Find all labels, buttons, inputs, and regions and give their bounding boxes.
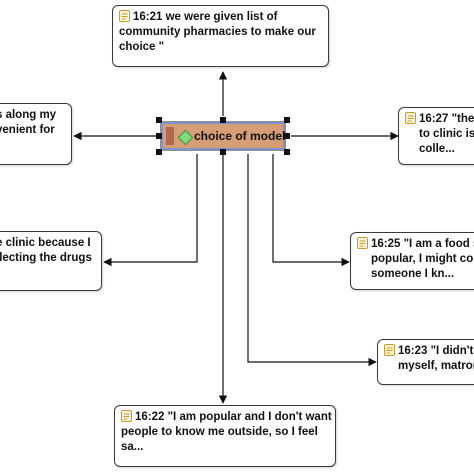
selection-handle-middle-right[interactable]	[284, 133, 290, 139]
quote-line: llecting the drugs	[0, 252, 92, 264]
quote-node-left-1[interactable]: s along my venient for	[0, 103, 72, 165]
edge-to-quote-1623	[247, 154, 377, 367]
edge-to-quote-1625	[272, 154, 350, 267]
quote-node-left-2[interactable]: e clinic because I llecting the drugs	[0, 231, 102, 291]
quote-line: s along my	[0, 109, 57, 121]
edge-to-quote-left-2	[103, 154, 198, 267]
selection-handle-bottom-middle[interactable]	[220, 149, 226, 155]
quote-line: 16:25 "I am a food se	[371, 238, 474, 250]
quote-node-16-22[interactable]: 16:22 "I am popular and I don't want peo…	[114, 405, 336, 467]
code-node-color-band	[166, 127, 174, 145]
quote-line: choice "	[119, 41, 165, 53]
quote-line: community pharmacies to make our	[119, 26, 316, 38]
quote-line: colle...	[419, 143, 455, 155]
selection-handle-bottom-right[interactable]	[284, 149, 290, 155]
quote-line: 16:21 we were given list of	[133, 11, 278, 23]
quote-node-16-25[interactable]: 16:25 "I am a food se popular, I might c…	[350, 232, 474, 290]
quote-node-16-21[interactable]: 16:21 we were given list of community ph…	[112, 5, 329, 67]
code-node-label: choice of model	[194, 129, 286, 143]
quote-line: to clinic is f	[419, 128, 474, 140]
selection-handle-top-middle[interactable]	[220, 117, 226, 123]
code-node-choice-of-model[interactable]: choice of model	[160, 121, 286, 151]
memo-icon	[119, 10, 130, 22]
quote-line: venient for	[0, 124, 55, 136]
selection-handle-middle-left[interactable]	[156, 133, 162, 139]
quote-line: e clinic because I	[0, 237, 91, 249]
memo-icon	[405, 112, 416, 124]
quote-line: 16:27 "the m	[419, 113, 474, 125]
quote-line: myself, matron	[398, 360, 474, 372]
quote-line: someone I kn...	[371, 268, 455, 280]
memo-icon	[384, 344, 395, 356]
code-node-body	[168, 127, 278, 145]
quote-line: 16:22 "I am popular and I don't want	[135, 411, 332, 423]
quote-line: 16:23 "I didn't p	[398, 345, 474, 357]
quote-line: popular, I might com	[371, 253, 474, 265]
quote-line: people to know me outside, so I feel	[121, 426, 318, 438]
selection-handle-bottom-left[interactable]	[156, 149, 162, 155]
quote-node-16-27[interactable]: 16:27 "the m to clinic is f colle...	[398, 107, 474, 165]
selection-handle-top-left[interactable]	[156, 117, 162, 123]
quote-node-16-23[interactable]: 16:23 "I didn't p myself, matron	[377, 339, 474, 385]
memo-icon	[357, 237, 368, 249]
memo-icon	[121, 410, 132, 422]
selection-handle-top-right[interactable]	[284, 117, 290, 123]
quote-line: sa...	[121, 441, 144, 453]
